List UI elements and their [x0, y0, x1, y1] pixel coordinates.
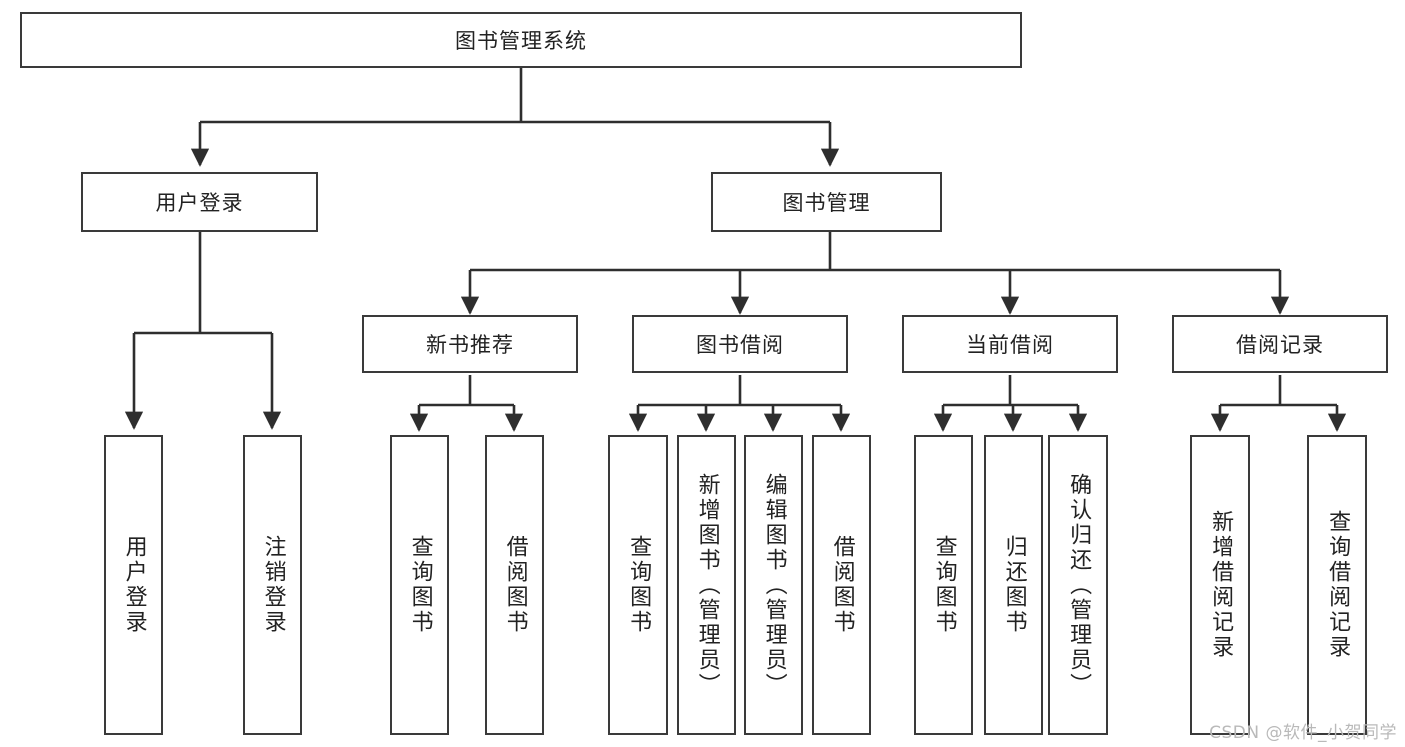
leaf-query-books-current[interactable]: 查询图书	[914, 435, 973, 735]
node-new-book-recommendation[interactable]: 新书推荐	[362, 315, 578, 373]
node-label: 当前借阅	[966, 333, 1054, 357]
node-label: 图书管理	[782, 191, 871, 215]
node-book-borrowing[interactable]: 图书借阅	[632, 315, 848, 373]
node-label: 图书借阅	[696, 333, 784, 357]
node-label: 新书推荐	[426, 333, 514, 357]
node-label: 用户登录	[121, 535, 147, 635]
node-label: 查询图书	[931, 535, 957, 635]
leaf-query-books-recommendation[interactable]: 查询图书	[390, 435, 449, 735]
node-label: 用户登录	[155, 191, 244, 215]
watermark: CSDN @软件_小贺同学	[1209, 723, 1397, 743]
leaf-query-books-borrowing[interactable]: 查询图书	[608, 435, 668, 735]
node-label: 借阅记录	[1236, 333, 1324, 357]
leaf-borrow-books-borrowing[interactable]: 借阅图书	[812, 435, 871, 735]
leaf-add-borrow-record[interactable]: 新增借阅记录	[1190, 435, 1250, 735]
node-book-management[interactable]: 图书管理	[711, 172, 942, 232]
leaf-edit-book-admin[interactable]: 编辑图书（管理员）	[744, 435, 803, 735]
node-borrow-records[interactable]: 借阅记录	[1172, 315, 1388, 373]
leaf-confirm-return-admin[interactable]: 确认归还（管理员）	[1048, 435, 1108, 735]
node-label: 编辑图书（管理员）	[761, 472, 787, 698]
node-label: 确认归还（管理员）	[1066, 472, 1092, 698]
leaf-logout[interactable]: 注销登录	[243, 435, 302, 735]
node-label: 查询图书	[407, 535, 433, 635]
leaf-query-borrow-record[interactable]: 查询借阅记录	[1307, 435, 1367, 735]
node-label: 借阅图书	[829, 535, 855, 635]
leaf-user-login[interactable]: 用户登录	[104, 435, 163, 735]
node-label: 图书管理系统	[455, 29, 587, 53]
node-root-book-management-system[interactable]: 图书管理系统	[20, 12, 1022, 68]
node-label: 查询借阅记录	[1325, 510, 1351, 660]
node-label: 借阅图书	[502, 535, 528, 635]
node-label: 新增图书（管理员）	[694, 472, 720, 698]
leaf-borrow-books-recommendation[interactable]: 借阅图书	[485, 435, 544, 735]
node-label: 查询图书	[626, 535, 652, 635]
node-user-login[interactable]: 用户登录	[81, 172, 318, 232]
node-label: 注销登录	[260, 535, 286, 635]
node-label: 归还图书	[1001, 535, 1027, 635]
node-current-borrowing[interactable]: 当前借阅	[902, 315, 1118, 373]
leaf-return-books[interactable]: 归还图书	[984, 435, 1043, 735]
leaf-add-book-admin[interactable]: 新增图书（管理员）	[677, 435, 736, 735]
node-label: 新增借阅记录	[1208, 510, 1234, 660]
